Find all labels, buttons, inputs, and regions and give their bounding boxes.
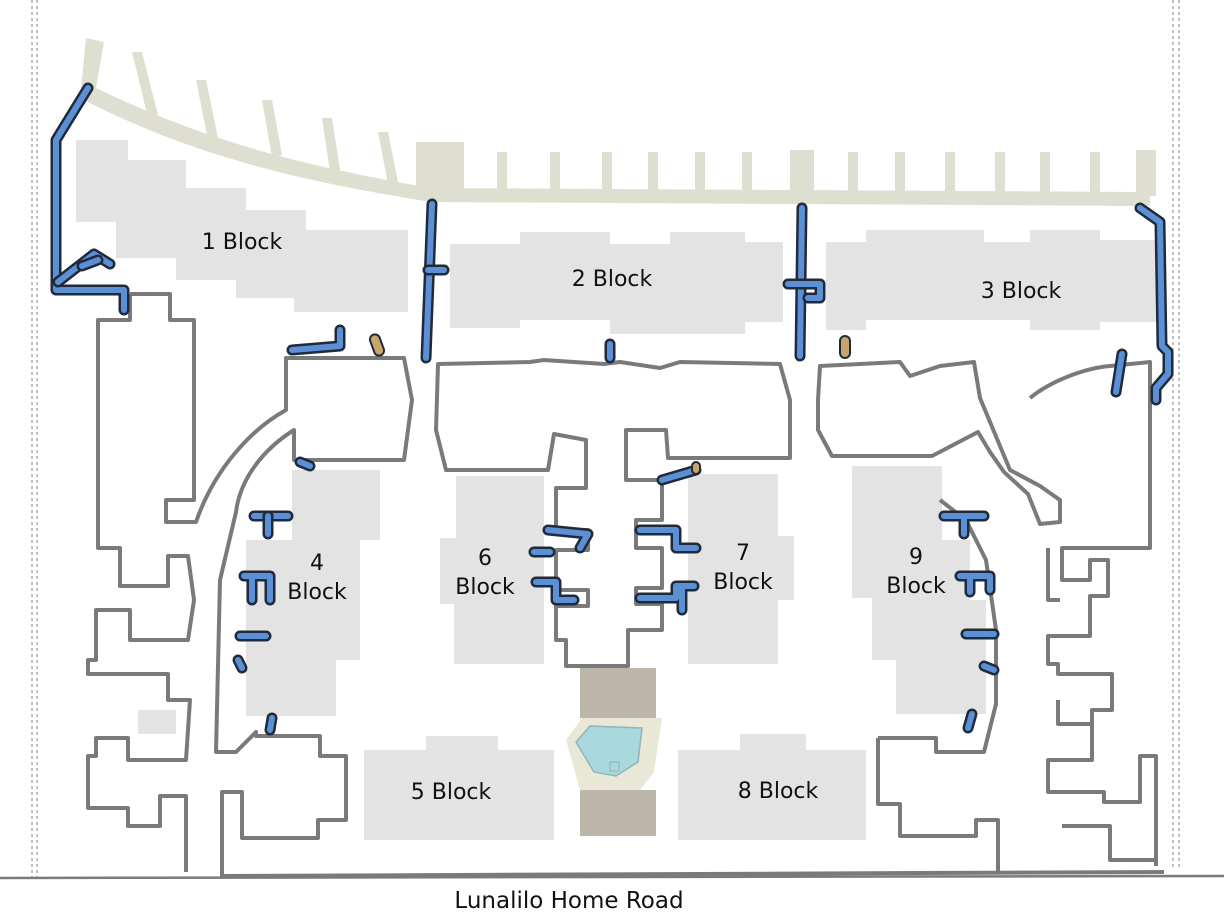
- building-2-label: 2 Block: [572, 267, 653, 292]
- property-boundary-left: [31, 0, 38, 878]
- shed: [138, 710, 176, 734]
- pool-area: [566, 668, 662, 836]
- building-1-label: 1 Block: [202, 230, 283, 255]
- road-label: Lunalilo Home Road: [454, 888, 683, 914]
- building-5: [364, 736, 554, 840]
- building-8-label: 8 Block: [738, 779, 819, 804]
- building-1: [76, 140, 408, 312]
- building-4: [246, 470, 380, 716]
- building-9: [852, 466, 986, 714]
- building-6-label-number: 6: [478, 546, 492, 571]
- building-5-label: 5 Block: [411, 780, 492, 805]
- building-7: [688, 474, 794, 664]
- building-3: [826, 230, 1156, 330]
- building-6-label-word: Block: [455, 575, 515, 600]
- property-boundary-right: [1172, 0, 1180, 870]
- building-7-label-number: 7: [736, 541, 750, 566]
- building-6: [440, 476, 544, 664]
- road-edge: [0, 874, 1224, 880]
- valve: [839, 335, 851, 359]
- building-7-label-word: Block: [713, 570, 773, 595]
- building-9-label-number: 9: [909, 545, 923, 570]
- shoreline: [80, 38, 1156, 206]
- water-lines: [50, 82, 1174, 736]
- building-8: [678, 734, 866, 840]
- building-3-label: 3 Block: [981, 279, 1062, 304]
- building-4-label-word: Block: [287, 580, 347, 605]
- building-9-label-word: Block: [886, 574, 946, 599]
- walkways: [86, 292, 1165, 878]
- building-2: [450, 232, 783, 334]
- valves: [368, 333, 851, 475]
- valve: [368, 333, 386, 357]
- building-4-label-number: 4: [310, 551, 324, 576]
- valve: [691, 461, 701, 475]
